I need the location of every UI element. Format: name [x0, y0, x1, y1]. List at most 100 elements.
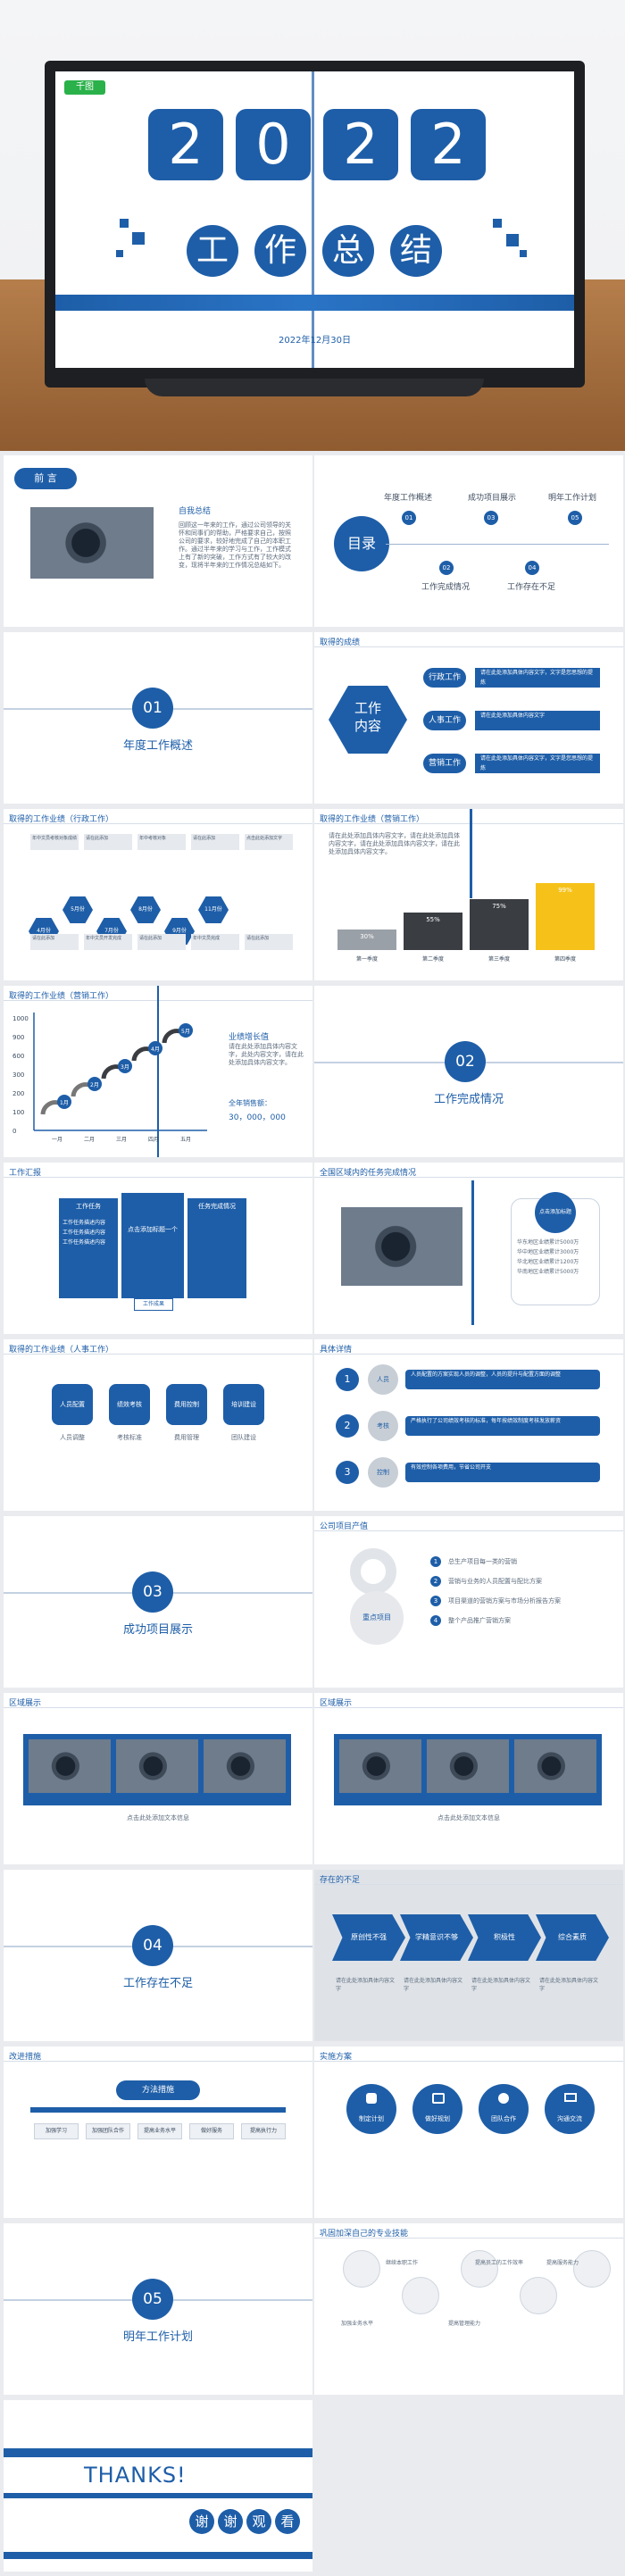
bar: 99% [536, 882, 595, 950]
region-badge: 点击添加标题 [535, 1192, 576, 1233]
section-label: 成功项目展示 [122, 1623, 193, 1637]
product-num: 3 [430, 1596, 441, 1606]
product-num: 1 [430, 1556, 441, 1567]
hr-label: 费用管理 [174, 1434, 199, 1441]
x-tick: 四月 [148, 1137, 159, 1143]
plan-item: 做好规划 [412, 2084, 462, 2134]
cover-date: 2022年12月30日 [279, 336, 351, 346]
slide-detail: 具体详情 1 人员 人员配置的方案实现人员的调整，人员的提升与配置方面的调整 2… [314, 1339, 623, 1511]
product-num: 4 [430, 1615, 441, 1626]
point-dot [148, 1041, 162, 1055]
bar: 30% [338, 930, 396, 950]
slide-header: 公司项目产值 [320, 1522, 369, 1531]
year-digit: 2 [323, 109, 398, 180]
logo: 千图 [64, 80, 105, 95]
improve-title: 方法措施 [116, 2080, 200, 2100]
gap-arrow: 综合素质 [536, 1914, 609, 1961]
bar-label: 第四季度 [554, 956, 576, 963]
bar-body: 请在此处添加具体内容文字，请在此处添加具体内容文字，请在此处添加具体内容文字，请… [329, 832, 460, 855]
hr-tile: 培训建设 [223, 1384, 264, 1425]
point-label: 2月 [90, 1082, 99, 1088]
toc-line [386, 544, 609, 545]
skill-label: 加强业务水平 [341, 2321, 374, 2327]
toc-num: 03 [484, 511, 498, 525]
point-label: 3月 [121, 1064, 129, 1071]
toc-num: 05 [568, 511, 582, 525]
slide-section-05: 05 明年工作计划 [4, 2223, 312, 2395]
subtitle-char: 看 [275, 2509, 300, 2534]
title-char: 工 [187, 225, 238, 277]
area-photo [204, 1739, 286, 1793]
toc-label: 成功项目展示 [468, 494, 517, 503]
report-col: 工作任务 工作任务描述内容 工作任务描述内容 工作任务描述内容 [59, 1198, 118, 1298]
region-card: 点击添加标题 华东地区业绩累计5000万 华中地区业绩累计3000万 华北地区业… [511, 1192, 600, 1305]
bulb [573, 2250, 611, 2288]
header-line [4, 1354, 312, 1355]
report-footer: 工作成果 [134, 1298, 173, 1311]
gap-text: 请在此处添加具体内容文字 [404, 1978, 463, 1992]
timeline-note: 年中文员完成 [191, 934, 239, 950]
slide-section-04: 04 工作存在不足 [4, 1870, 312, 2041]
camera-photo [30, 507, 154, 579]
subtitle-char: 谢 [189, 2509, 214, 2534]
product-text: 整个产品推广营销方案 [448, 1616, 511, 1624]
hr-tile: 绩效考核 [109, 1384, 150, 1425]
point-dot [57, 1095, 71, 1109]
growth-body: 请在此处添加具体内容文字，此处内容文字，请在此处添加具体内容文字。 [229, 1043, 304, 1066]
gap-text: 请在此处添加具体内容文字 [539, 1978, 599, 1992]
gap-texts: 请在此处添加具体内容文字 请在此处添加具体内容文字 请在此处添加具体内容文字 请… [336, 1977, 600, 1993]
toc-num: 04 [525, 561, 539, 575]
target-icon [498, 2093, 509, 2104]
header-line [314, 1884, 623, 1885]
point-dot [179, 1023, 193, 1038]
divider [470, 809, 472, 898]
header-line [314, 1707, 623, 1708]
achieve-desc: 请在此处添加具体内容文字，文字是您思想的提炼 [475, 668, 600, 688]
report-line: 工作任务描述内容 [62, 1220, 106, 1226]
report-col-title: 点击添加标题一个 [128, 1226, 178, 1233]
detail-label: 考核 [368, 1411, 398, 1441]
gap-text: 请在此处添加具体内容文字 [336, 1978, 396, 1992]
toc-label: 工作完成情况 [421, 583, 471, 592]
bar-label: 第二季度 [421, 956, 444, 963]
slide-header: 全国区域内的任务完成情况 [320, 1169, 417, 1178]
detail-label: 控制 [368, 1457, 398, 1488]
header-line [314, 1354, 623, 1355]
title-char: 作 [254, 225, 306, 277]
y-tick: 0 [12, 1128, 16, 1135]
y-tick: 100 [12, 1109, 24, 1116]
skill-label: 提高服务能力 [546, 2260, 579, 2266]
toc-label: 年度工作概述 [384, 494, 433, 503]
gap-arrow: 积极性 [468, 1914, 541, 1961]
slide-header: 取得的工作业绩（行政工作） [9, 815, 114, 824]
timeline-note: 点击此处添加文字 [245, 834, 293, 850]
improve-bar [30, 2107, 286, 2113]
slide-hr: 取得的工作业绩（人事工作） 人员配置人员调整 绩效考核考核标准 费用控制费用管理… [4, 1339, 312, 1511]
slide-header: 实施方案 [320, 2053, 353, 2062]
hr-label: 人员调整 [60, 1434, 85, 1441]
area-caption: 点击此处添加文本信息 [438, 1814, 500, 1822]
improve-item: 做好服务 [189, 2123, 234, 2139]
slide-section-03: 03 成功项目展示 [4, 1516, 312, 1688]
area-photo [514, 1739, 596, 1793]
decor-square [506, 234, 519, 246]
slide-area-2: 区域展示 点击此处添加文本信息 [314, 1693, 623, 1864]
title-char: 总 [322, 225, 374, 277]
month-hex: 8月份 [130, 896, 161, 923]
area-photo [29, 1739, 111, 1793]
region-line: 华中地区业绩累计3000万 [517, 1249, 579, 1255]
decor-square [132, 232, 145, 245]
thanks-band [4, 2448, 312, 2457]
slide-improve: 改进措施 方法措施 加强学习 加强团队合作 提高业务水平 做好服务 提高执行力 [4, 2047, 312, 2218]
region-line: 华南地区业绩累计5000万 [517, 1269, 579, 1275]
header-line [314, 1530, 623, 1531]
y-tick: 900 [12, 1034, 24, 1041]
slide-header: 取得的工作业绩（人事工作） [9, 1346, 114, 1355]
divider [157, 986, 159, 1157]
board-icon [432, 2093, 445, 2104]
camera-photo [341, 1207, 462, 1286]
hr-tile: 费用控制 [166, 1384, 207, 1425]
